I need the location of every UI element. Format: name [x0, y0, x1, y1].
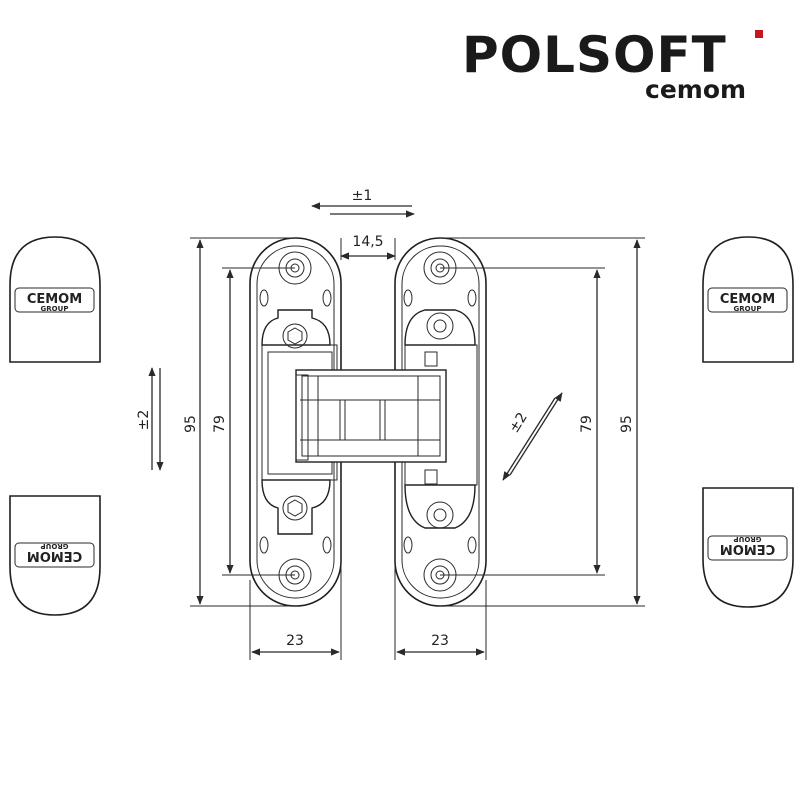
- dim-adjust-left: ±2: [136, 410, 152, 431]
- cap-label-inverted: CEMOM: [720, 541, 775, 556]
- dimension-lines: [148, 202, 645, 660]
- dim-height-outer-right: 95: [619, 415, 635, 433]
- cap-bottom-left: CEMOM GROUP: [9, 495, 101, 616]
- dim-height-inner-left: 79: [212, 415, 228, 433]
- cap-sub-label: GROUP: [734, 305, 762, 313]
- logo-sub-text: cemom: [645, 75, 746, 104]
- logo-accent-square: [755, 30, 763, 38]
- dim-height-outer-left: 95: [183, 415, 199, 433]
- dim-adjust-diagonal: ±2: [506, 410, 531, 436]
- logo-brand-text: POLSOFT: [462, 26, 727, 84]
- cap-bottom-right: CEMOM GROUP: [702, 487, 794, 608]
- dim-adjust-top: ±1: [352, 188, 373, 204]
- dim-gap: 14,5: [352, 234, 383, 250]
- cap-sub-label-inverted: GROUP: [734, 535, 762, 543]
- hinge-arms: [295, 369, 447, 463]
- dim-width-right: 23: [431, 633, 449, 649]
- cap-sub-label: GROUP: [41, 305, 69, 313]
- dim-width-left: 23: [286, 633, 304, 649]
- dim-height-inner-right: 79: [579, 415, 595, 433]
- cap-top-left: CEMOM GROUP: [9, 236, 101, 363]
- cap-sub-label-inverted: GROUP: [41, 542, 69, 550]
- cap-label-inverted: CEMOM: [27, 548, 82, 563]
- cap-top-right: CEMOM GROUP: [702, 236, 794, 363]
- cap-label: CEMOM: [720, 292, 775, 307]
- cap-label: CEMOM: [27, 292, 82, 307]
- brand-logo: POLSOFT cemom: [462, 26, 763, 104]
